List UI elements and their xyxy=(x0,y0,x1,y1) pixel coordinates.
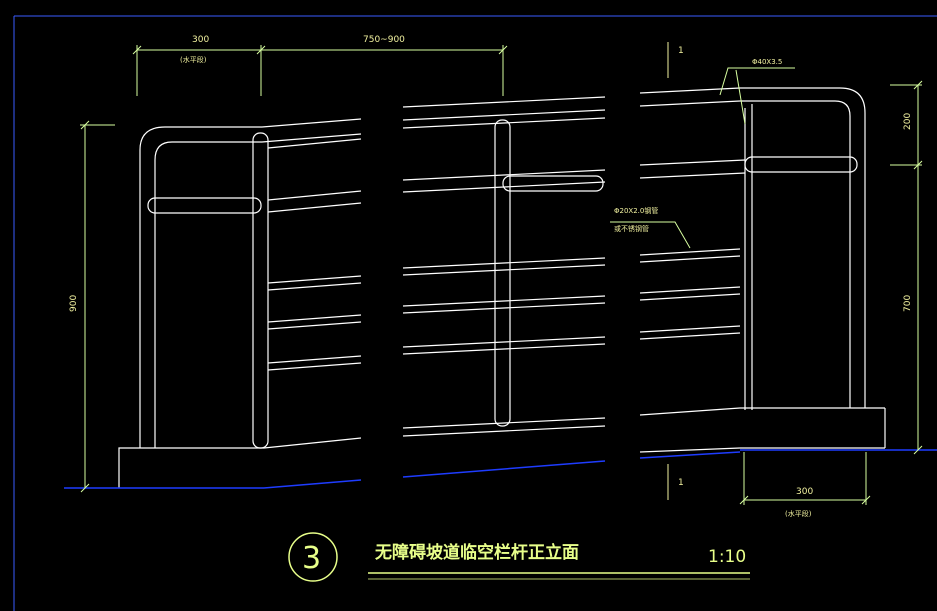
middle-post xyxy=(494,119,511,427)
detail-number-circle xyxy=(288,532,338,582)
left-post xyxy=(252,132,269,449)
dim-left-height: 900 xyxy=(69,295,79,312)
section-mark-bottom: 1 xyxy=(678,478,684,488)
ground-line xyxy=(64,449,937,489)
left-end-post-outer xyxy=(139,126,262,448)
leader-lines xyxy=(610,67,795,249)
dimension-lines xyxy=(80,45,923,505)
left-end-post-inner xyxy=(154,141,262,448)
dim-top-mid: 750~900 xyxy=(363,35,405,45)
dim-bottom-right: 300 xyxy=(796,487,813,497)
rail-spec-label: Φ20X2.0钢管 xyxy=(614,206,658,215)
right-railing-section xyxy=(639,87,886,453)
left-curb xyxy=(118,437,362,488)
dim-bottom-right-note: (水平段) xyxy=(785,509,812,518)
dim-top-left: 300 xyxy=(192,35,209,45)
rail-note-label: 或不锈钢管 xyxy=(614,224,649,233)
right-end-post-inner xyxy=(740,100,851,408)
left-railing-section xyxy=(118,118,362,488)
section-mark-top: 1 xyxy=(678,46,684,56)
detail-number: 3 xyxy=(302,541,321,576)
handrail-spec-label: Φ40X3.5 xyxy=(752,58,782,66)
middle-railing-section xyxy=(402,96,606,437)
dim-right-upper: 200 xyxy=(903,113,913,130)
dim-right-lower: 700 xyxy=(903,295,913,312)
right-end-post-outer xyxy=(740,87,866,408)
left-horizontal-knuckle xyxy=(147,197,262,214)
right-horizontal-knuckle xyxy=(744,156,858,173)
dim-top-left-note: (水平段) xyxy=(180,55,207,64)
drawing-title: 无障碍坡道临空栏杆正立面 xyxy=(374,542,579,563)
drawing-scale: 1:10 xyxy=(708,547,746,567)
middle-knuckle xyxy=(502,175,604,192)
